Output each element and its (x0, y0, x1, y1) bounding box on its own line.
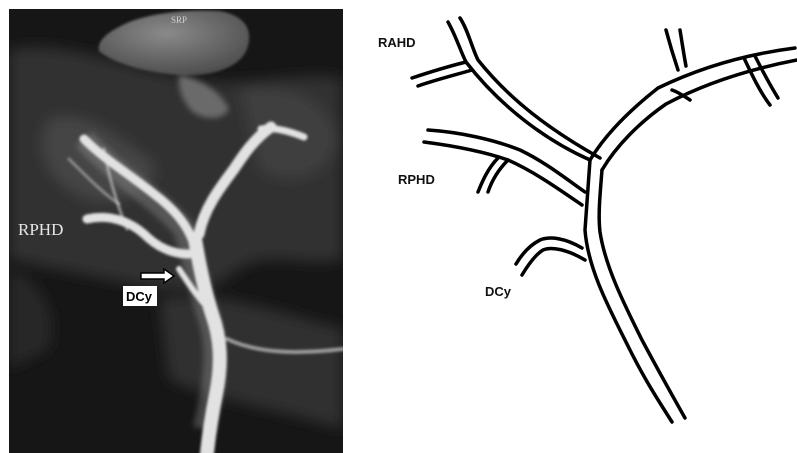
schematic-label-rphd: RPHD (398, 172, 435, 187)
dcy-outer-line (516, 238, 582, 264)
duct-schematic: RAHD RPHD DCy (360, 0, 797, 453)
common-duct-left-line (585, 160, 672, 422)
branch-up-right (680, 30, 686, 66)
mri-label-dcy: DCy (126, 289, 153, 304)
dcy-inner-line (522, 248, 585, 275)
schematic-lines (412, 18, 797, 422)
common-duct-right-line (599, 170, 685, 418)
mri-header-text: SRP (171, 15, 187, 25)
left-hepatic-inner-line (602, 60, 797, 170)
branch-up-left (666, 30, 678, 70)
schematic-label-dcy: DCy (485, 284, 512, 299)
mrcp-image-canvas: SRP RPHD DCy (9, 9, 343, 453)
mrcp-image: SRP RPHD DCy (9, 9, 343, 453)
duct-schematic-canvas: RAHD RPHD DCy (360, 0, 797, 453)
branch-right-inner (755, 56, 778, 98)
schematic-label-rahd: RAHD (378, 35, 416, 50)
mri-label-rphd: RPHD (18, 220, 63, 239)
